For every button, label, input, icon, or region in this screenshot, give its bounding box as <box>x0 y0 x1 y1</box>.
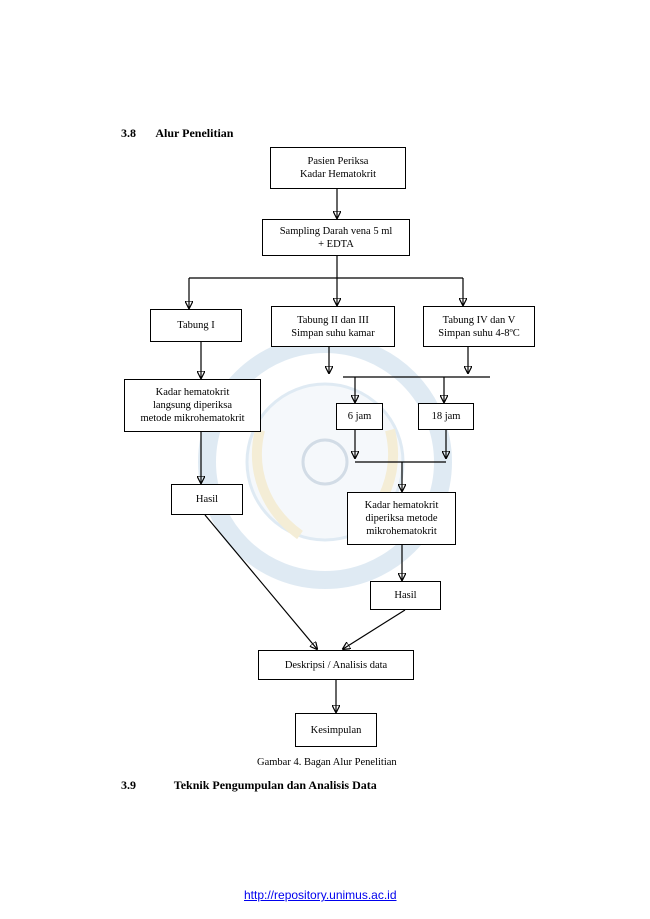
box-hasil-right: Hasil <box>370 581 441 610</box>
section-number: 3.9 <box>121 778 136 792</box>
box-6-jam: 6 jam <box>336 403 383 430</box>
box-line: metode mikrohematokrit <box>140 413 245 424</box>
figure-caption: Gambar 4. Bagan Alur Penelitian <box>257 757 397 768</box>
box-line: Tabung IV dan V <box>442 314 516 326</box>
box-line: Kesimpulan <box>310 724 362 736</box>
box-tabung-1: Tabung I <box>150 309 242 342</box>
box-line: 6 jam <box>347 411 372 422</box>
box-hasil-left: Hasil <box>171 484 243 515</box>
box-line: mikrohematokrit <box>366 526 437 537</box>
box-line: Deskripsi / Analisis data <box>284 659 388 671</box>
box-line: + EDTA <box>318 238 354 250</box>
box-line: Tabung I <box>177 320 215 331</box>
box-line: Pasien Periksa <box>307 156 369 167</box>
section-title: Teknik Pengumpulan dan Analisis Data <box>173 778 377 792</box>
box-line: Simpan suhu kamar <box>291 327 375 339</box>
box-tabung-2-3: Tabung II dan III Simpan suhu kamar <box>271 306 395 347</box>
box-line: Kadar Hematokrit <box>299 169 377 180</box>
box-line: Kadar hematokrit <box>155 387 230 398</box>
box-line: Kadar hematokrit <box>364 500 439 511</box>
box-18-jam: 18 jam <box>418 403 474 430</box>
box-line: Hasil <box>394 590 417 601</box>
box-line: Hasil <box>195 494 219 505</box>
box-line: Simpan suhu 4-8ºC <box>438 327 520 339</box>
box-line: langsung diperiksa <box>152 400 233 411</box>
repository-link[interactable]: http://repository.unimus.ac.id <box>244 888 397 902</box>
section-heading-3-9: 3.9 Teknik Pengumpulan dan Analisis Data <box>121 778 377 793</box>
section-number: 3.8 <box>121 126 136 140</box>
section-heading-3-8: 3.8 Alur Penelitian <box>121 126 233 141</box>
box-sampling-darah: Sampling Darah vena 5 ml + EDTA <box>262 219 410 256</box>
box-line: Sampling Darah vena 5 ml <box>279 225 393 237</box>
box-tabung-4-5: Tabung IV dan V Simpan suhu 4-8ºC <box>423 306 535 347</box>
box-deskripsi-analisis: Deskripsi / Analisis data <box>258 650 414 680</box>
box-line: diperiksa metode <box>365 513 438 524</box>
box-line: 18 jam <box>431 411 461 422</box>
box-line: Tabung II dan III <box>297 314 369 326</box>
box-pasien-periksa: Pasien Periksa Kadar Hematokrit <box>270 147 406 189</box>
section-title: Alur Penelitian <box>155 126 234 140</box>
box-kadar-diperiksa: Kadar hematokrit diperiksa metode mikroh… <box>347 492 456 545</box>
box-kadar-langsung: Kadar hematokrit langsung diperiksa meto… <box>124 379 261 432</box>
box-kesimpulan: Kesimpulan <box>295 713 377 747</box>
